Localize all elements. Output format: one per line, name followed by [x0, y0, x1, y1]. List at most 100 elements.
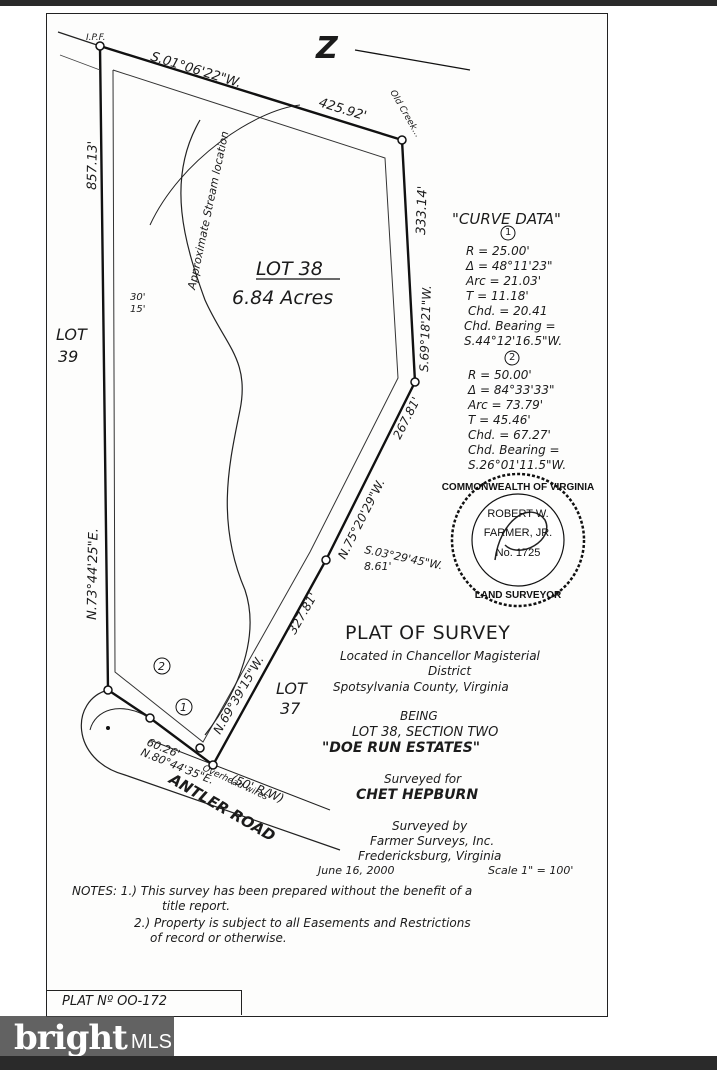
- curve-2-chd-bearing: S.26°01'11.5"W.: [468, 458, 567, 472]
- bearing-lower: N.69°39'15"W.: [210, 653, 266, 736]
- road-curve-outer: [80, 689, 341, 851]
- curve-2-marker: [153, 657, 171, 675]
- stream-arc: [149, 104, 301, 226]
- road-curve-inner: [89, 708, 151, 731]
- distance-top: 425.92': [317, 95, 368, 124]
- survey-scale: Scale 1" = 100': [488, 864, 574, 877]
- plat-heading: PLAT OF SURVEY: [345, 622, 511, 644]
- curve-1-delta: Δ = 48°11'23": [466, 259, 553, 273]
- seal-name-2: FARMER, JR.: [484, 527, 552, 539]
- curve-2-label: 2: [158, 660, 165, 673]
- curve-1-number: 1: [505, 227, 512, 238]
- curve-2-t: T = 45.46': [468, 413, 531, 427]
- surveyed-for-label: Surveyed for: [384, 772, 462, 786]
- curve-1-chd: Chd. = 20.41: [468, 304, 548, 318]
- monument-marker: [321, 555, 331, 565]
- estate-name: "DOE RUN ESTATES": [322, 740, 481, 756]
- curve-2-data-marker: [504, 350, 520, 366]
- seal-number: No. 1725: [496, 547, 541, 559]
- setback-line: [112, 69, 399, 743]
- north-label: Z: [315, 31, 339, 66]
- cul-de-sac-center: [106, 726, 110, 730]
- distance-right-upper: 333.14': [414, 186, 431, 236]
- curve-1-data-marker: [500, 225, 516, 241]
- stream-label: Approximate Stream location: [185, 130, 232, 292]
- curve-1-t: T = 11.18': [466, 289, 529, 303]
- lot-39-label-b: 39: [58, 347, 78, 366]
- note-1-line-2: title report.: [162, 899, 231, 913]
- distance-jog: 8.61': [364, 560, 392, 573]
- lot-37-label-b: 37: [280, 699, 301, 718]
- curve-2-arc: Arc = 73.79': [468, 398, 544, 412]
- adjacent-line: [59, 54, 101, 71]
- plat-number: PLAT Nº OO-172: [62, 994, 168, 1009]
- seal-ring-top: COMMONWEALTH OF VIRGINIA: [442, 482, 595, 493]
- road-line: [149, 739, 331, 811]
- surveyed-by-label: Surveyed by: [392, 819, 468, 833]
- north-arrow: [354, 49, 471, 71]
- offsite-line: [57, 31, 101, 47]
- distance-right-mid: 267.81': [390, 395, 423, 442]
- firm-name: Farmer Surveys, Inc.: [370, 834, 495, 848]
- curve-1-chd-bearing-label: Chd. Bearing =: [464, 319, 556, 333]
- curve-1-block: R = 25.00' Δ = 48°11'23" Arc = 21.03' T …: [464, 244, 563, 349]
- ipf-label: I.P.F.: [86, 33, 105, 43]
- setback-30-label: 30': [130, 292, 145, 303]
- lot-section-line: LOT 38, SECTION TWO: [352, 725, 499, 740]
- monument-marker: [195, 743, 205, 753]
- note-2-line-1: 2.) Property is subject to all Easements…: [134, 916, 471, 930]
- located-line-1: Located in Chancellor Magisterial: [340, 649, 540, 663]
- being-label: BEING: [400, 709, 438, 723]
- curve-2-block: R = 50.00' Δ = 84°33'33" Arc = 73.79' T …: [468, 368, 566, 473]
- plat-number-box: [46, 990, 242, 1015]
- curve-1-marker: [175, 698, 193, 716]
- monument-marker: [145, 713, 155, 723]
- bearing-left: N.73°44'25"E.: [85, 528, 102, 620]
- seal-name-1: ROBERT W.: [487, 508, 548, 520]
- stream-line: [180, 119, 251, 736]
- lot-37-label-a: LOT: [276, 679, 308, 698]
- seal-outer-ring: [450, 472, 586, 608]
- bearing-top: S.01°06'22"W.: [149, 49, 243, 91]
- lot-area: 6.84 Acres: [232, 287, 333, 309]
- curve-2-chd: Chd. = 67.27': [468, 428, 551, 442]
- setback-15-label: 15': [130, 304, 145, 315]
- located-line-2: District: [428, 664, 472, 678]
- lot-39-label-a: LOT: [56, 325, 88, 344]
- monument-marker: [410, 377, 420, 387]
- seal-ring-bottom: LAND SURVEYOR: [475, 590, 562, 601]
- seal-signature: [494, 511, 548, 561]
- watermark-suffix: MLS: [130, 1030, 172, 1053]
- lot-name: LOT 38: [256, 258, 323, 280]
- curve-data-title: "CURVE DATA": [452, 210, 561, 228]
- top-bar: [0, 0, 717, 6]
- mls-watermark: bright MLS: [0, 1016, 174, 1060]
- curve-1-label: 1: [180, 701, 187, 714]
- firm-city: Fredericksburg, Virginia: [358, 849, 502, 863]
- boundary-line: [98, 44, 417, 767]
- distance-lower: 327.81': [285, 590, 320, 636]
- curve-2-delta: Δ = 84°33'33": [468, 383, 555, 397]
- survey-date: June 16, 2000: [318, 864, 395, 877]
- curve-2-r: R = 50.00': [468, 368, 532, 382]
- curve-2-chd-bearing-label: Chd. Bearing =: [468, 443, 560, 457]
- note-1-line-1: NOTES: 1.) This survey has been prepared…: [72, 884, 473, 898]
- watermark-brand: bright: [14, 1018, 128, 1058]
- creek-label: Old Creek...: [387, 89, 422, 140]
- curve-1-r: R = 25.00': [466, 244, 530, 258]
- bottom-bar: [0, 1056, 717, 1070]
- monument-marker: [208, 760, 218, 770]
- seal-inner-ring: [471, 493, 565, 587]
- curve-1-chd-bearing: S.44°12'16.5"W.: [464, 334, 563, 348]
- monument-marker: [103, 685, 113, 695]
- distance-left: 857.13': [85, 141, 101, 190]
- county-line: Spotsylvania County, Virginia: [333, 680, 509, 694]
- monument-marker: [397, 135, 407, 145]
- client-name: CHET HEPBURN: [356, 787, 479, 803]
- curve-2-number: 2: [509, 352, 516, 363]
- curve-1-arc: Arc = 21.03': [466, 274, 542, 288]
- bearing-right-upper: S.69°18'21"W.: [417, 285, 434, 372]
- monument-marker: [95, 41, 105, 51]
- note-2-line-2: of record or otherwise.: [150, 931, 287, 945]
